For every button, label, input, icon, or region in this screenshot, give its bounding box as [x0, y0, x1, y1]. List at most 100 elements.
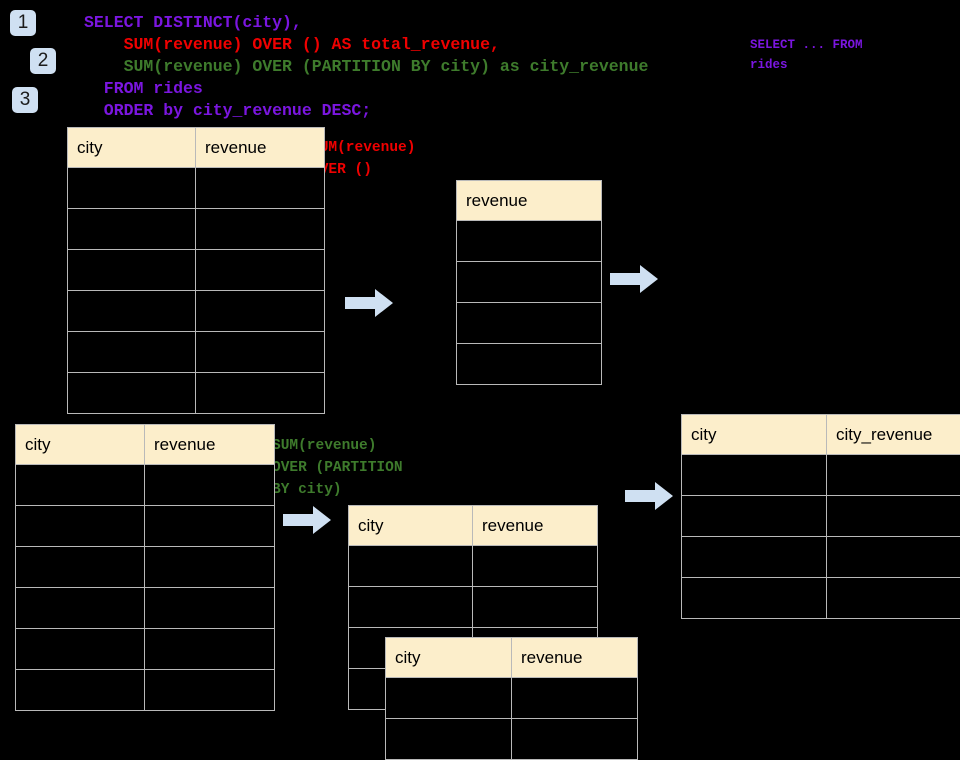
table-header-row: revenue — [457, 181, 602, 221]
column-header-revenue: revenue — [512, 638, 638, 678]
column-header-city-revenue: city_revenue — [827, 415, 960, 455]
table-row — [68, 168, 325, 209]
table-cell — [16, 506, 145, 547]
table-cell — [349, 587, 473, 628]
table-cell — [457, 262, 602, 303]
table-cell — [827, 455, 960, 496]
annotation-partition-line-3: BY city) — [272, 480, 342, 502]
table-header-row: city revenue — [16, 425, 275, 465]
table-cell — [827, 578, 960, 619]
table-cell — [196, 373, 325, 414]
table-row — [457, 303, 602, 344]
column-header-revenue: revenue — [196, 128, 325, 168]
sql-line-select: SELECT DISTINCT(city), — [84, 12, 302, 34]
table-cell — [512, 678, 638, 719]
table-row — [349, 546, 598, 587]
table-cell — [145, 670, 275, 711]
table-cell — [473, 587, 598, 628]
table-header-row: city revenue — [68, 128, 325, 168]
table-cell — [16, 547, 145, 588]
table-cell — [457, 344, 602, 385]
arrow-right-icon — [625, 482, 673, 510]
table-cell — [457, 303, 602, 344]
table-row — [386, 719, 638, 760]
table-cell — [16, 588, 145, 629]
table-cell — [16, 629, 145, 670]
column-header-revenue: revenue — [457, 181, 602, 221]
table-header-row: city city_revenue — [682, 415, 960, 455]
table-row — [457, 262, 602, 303]
table-cell — [512, 719, 638, 760]
table-row — [68, 373, 325, 414]
table-cell — [196, 209, 325, 250]
table-header-row: city revenue — [349, 506, 598, 546]
table-row — [349, 587, 598, 628]
table-row — [457, 344, 602, 385]
table-row — [16, 547, 275, 588]
table-cell — [68, 209, 196, 250]
table-cell — [682, 496, 827, 537]
table-cell — [16, 670, 145, 711]
table-row — [68, 291, 325, 332]
table-cell — [68, 250, 196, 291]
table-cell — [145, 588, 275, 629]
table-cell — [68, 291, 196, 332]
table-row — [68, 332, 325, 373]
table-source-top: city revenue — [67, 127, 325, 414]
table-cell — [145, 506, 275, 547]
table-row — [68, 209, 325, 250]
table-row — [16, 588, 275, 629]
table-row — [682, 455, 960, 496]
annotation-partition-line-1: SUM(revenue) — [272, 436, 376, 458]
table-cell — [682, 455, 827, 496]
table-cell — [682, 578, 827, 619]
table-cell — [196, 291, 325, 332]
table-cell — [349, 546, 473, 587]
side-note-line-1: SELECT ... FROM — [750, 36, 863, 55]
table-cell — [68, 332, 196, 373]
arrow-right-icon — [610, 265, 658, 293]
column-header-city: city — [349, 506, 473, 546]
sql-line-order-by: ORDER by city_revenue DESC; — [84, 100, 371, 122]
table-cell — [827, 537, 960, 578]
table-row — [682, 578, 960, 619]
table-cell — [682, 537, 827, 578]
table-row — [457, 221, 602, 262]
column-header-city: city — [16, 425, 145, 465]
arrow-right-icon — [283, 506, 331, 534]
table-row — [16, 465, 275, 506]
table-body — [682, 455, 960, 619]
table-partition-front: city revenue — [385, 637, 638, 760]
table-cell — [145, 547, 275, 588]
table-cell — [145, 629, 275, 670]
table-body — [68, 168, 325, 414]
table-cell — [196, 168, 325, 209]
table-cell — [386, 678, 512, 719]
table-cell — [827, 496, 960, 537]
table-cell — [196, 250, 325, 291]
column-header-city: city — [68, 128, 196, 168]
table-cell — [16, 465, 145, 506]
table-cell — [196, 332, 325, 373]
table-header-row: city revenue — [386, 638, 638, 678]
column-header-city: city — [386, 638, 512, 678]
table-row — [682, 496, 960, 537]
table-row — [16, 670, 275, 711]
side-note-line-2: rides — [750, 56, 788, 75]
table-row — [16, 629, 275, 670]
table-cell — [386, 719, 512, 760]
table-row — [682, 537, 960, 578]
arrow-right-icon — [345, 289, 393, 317]
column-header-revenue: revenue — [145, 425, 275, 465]
sql-line-city-revenue: SUM(revenue) OVER (PARTITION BY city) as… — [84, 56, 648, 78]
step-badge-2: 2 — [30, 48, 56, 74]
step-badge-3: 3 — [12, 87, 38, 113]
table-cell — [473, 546, 598, 587]
table-row — [386, 678, 638, 719]
table-row — [68, 250, 325, 291]
sql-line-total-revenue: SUM(revenue) OVER () AS total_revenue, — [84, 34, 500, 56]
table-result: city city_revenue — [681, 414, 960, 619]
table-cell — [145, 465, 275, 506]
table-cell — [68, 373, 196, 414]
table-cell — [68, 168, 196, 209]
